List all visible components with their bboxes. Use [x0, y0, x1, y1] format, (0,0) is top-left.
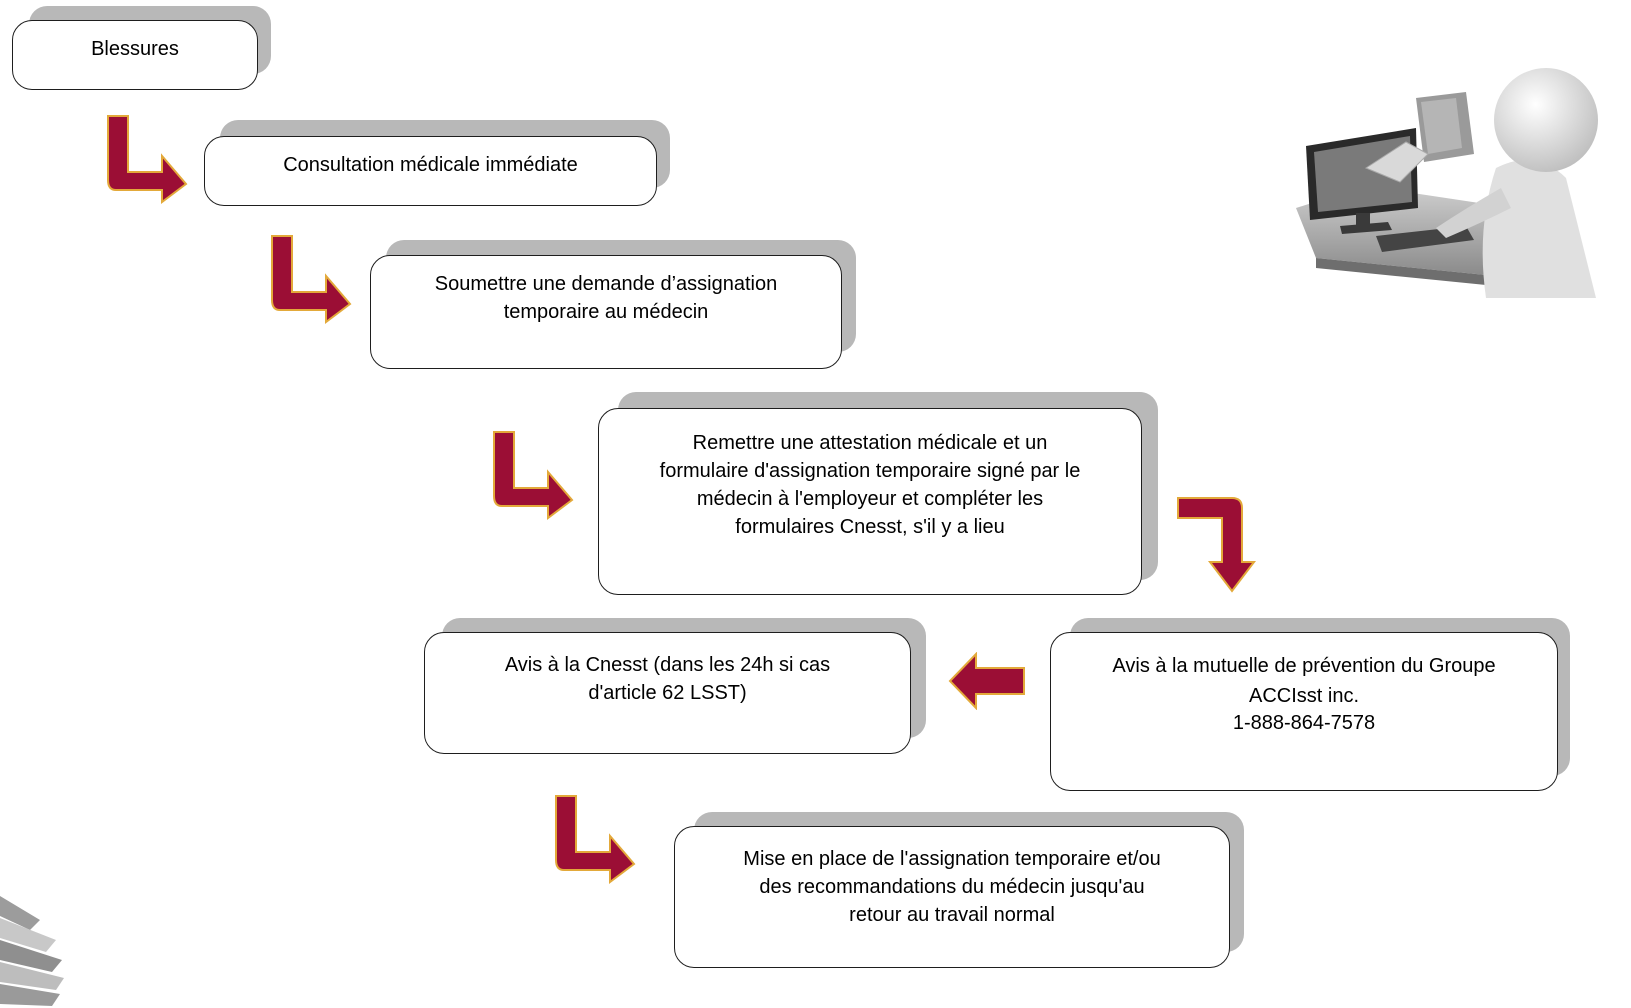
figure-at-computer-icon: [1296, 58, 1616, 298]
bent-down-arrow-icon: [1176, 496, 1258, 594]
paper-stack-icon: [0, 896, 70, 1008]
step-text-line: formulaire d'assignation temporaire sign…: [659, 460, 1081, 482]
step-text-line: des recommandations du médecin jusqu'au: [759, 876, 1145, 898]
step-text-line: 1-888-864-7578: [1232, 712, 1376, 734]
step-text-line: ACCIsst inc.: [1248, 685, 1360, 707]
bent-arrow-icon: [492, 430, 574, 522]
step-text-line: Avis à la mutuelle de prévention du Grou…: [1112, 655, 1496, 677]
step-text-line: Mise en place de l'assignation temporair…: [743, 848, 1161, 870]
step-box: Remettre une attestation médicale et un …: [598, 408, 1142, 595]
bent-arrow-icon: [270, 234, 352, 326]
left-arrow-icon: [948, 652, 1028, 710]
step-text-line: Remettre une attestation médicale et un: [692, 432, 1048, 454]
step-box: Avis à la Cnesst (dans les 24h si cas d'…: [424, 632, 911, 754]
step-text: Blessures: [91, 38, 179, 60]
step-text-line: retour au travail normal: [849, 904, 1055, 926]
step-box: Blessures: [12, 20, 258, 90]
bent-arrow-icon: [554, 794, 636, 886]
step-text-line: temporaire au médecin: [503, 301, 709, 323]
step-text-line: médecin à l'employeur et compléter les: [696, 488, 1044, 510]
step-box: Soumettre une demande d’assignation temp…: [370, 255, 842, 369]
step-box: Mise en place de l'assignation temporair…: [674, 826, 1230, 968]
step-box: Avis à la mutuelle de prévention du Grou…: [1050, 632, 1558, 791]
step-text-line: Soumettre une demande d’assignation: [434, 273, 778, 295]
step-text-line: Avis à la Cnesst (dans les 24h si cas: [504, 654, 831, 676]
step-box: Consultation médicale immédiate: [204, 136, 657, 206]
bent-arrow-icon: [106, 114, 188, 206]
step-text-line: d'article 62 LSST): [588, 682, 747, 704]
step-text-line: formulaires Cnesst, s'il y a lieu: [735, 516, 1005, 538]
step-text: Consultation médicale immédiate: [283, 154, 578, 176]
